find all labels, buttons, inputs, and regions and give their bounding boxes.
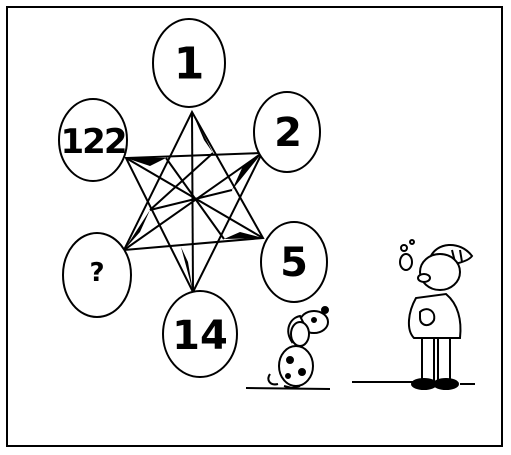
hexagram-star bbox=[124, 112, 263, 292]
circle-upper-left-label: 122 bbox=[61, 122, 126, 162]
circle-lower-right-label: 5 bbox=[280, 240, 308, 286]
boy-illustration bbox=[352, 240, 475, 389]
dog-illustration bbox=[246, 307, 330, 389]
circle-lower-left-label: ? bbox=[89, 258, 104, 288]
circle-top-label: 1 bbox=[174, 39, 205, 90]
circle-bottom-label: 14 bbox=[172, 313, 228, 359]
circle-upper-right-label: 2 bbox=[274, 110, 302, 156]
